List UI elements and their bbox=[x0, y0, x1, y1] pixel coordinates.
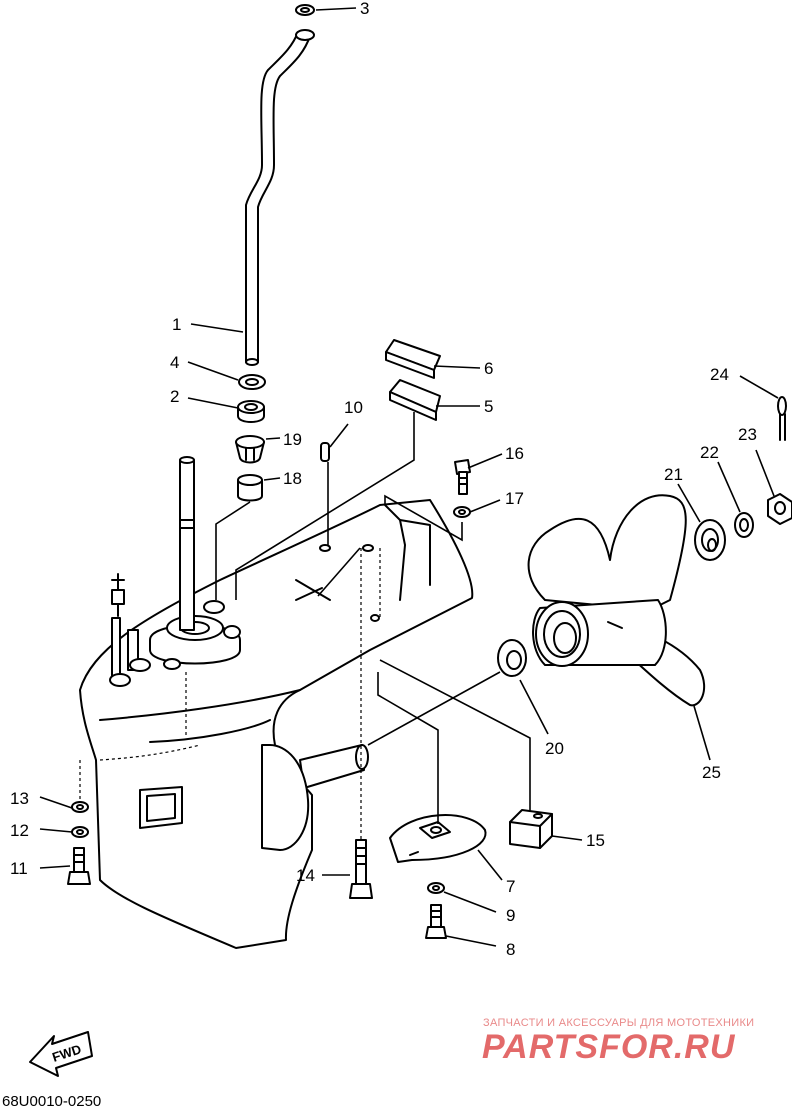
part-19-grommet bbox=[235, 435, 265, 464]
callout-9: 9 bbox=[506, 906, 515, 925]
part-9-washer bbox=[427, 882, 445, 894]
callout-2: 2 bbox=[170, 387, 179, 406]
callout-19: 19 bbox=[283, 430, 302, 449]
callout-8: 8 bbox=[506, 940, 515, 959]
part-22-washer bbox=[734, 512, 754, 538]
callout-15: 15 bbox=[586, 831, 605, 850]
fwd-arrow: FWD bbox=[29, 1031, 93, 1077]
watermark-logo: PARTSFOR.RU bbox=[482, 1028, 736, 1066]
callout-5: 5 bbox=[484, 397, 493, 416]
lower-unit-housing bbox=[79, 456, 474, 949]
part-7-trim-tab bbox=[389, 814, 487, 863]
diagram-code: 68U0010-0250 bbox=[2, 1093, 102, 1110]
callout-23: 23 bbox=[738, 425, 757, 444]
part-14-bolt bbox=[349, 839, 373, 899]
part-5-anode bbox=[389, 379, 441, 421]
callout-22: 22 bbox=[700, 443, 719, 462]
part-1-water-tube bbox=[245, 29, 315, 366]
callout-11: 11 bbox=[10, 859, 28, 878]
part-17-washer bbox=[453, 506, 471, 518]
part-16-bolt bbox=[454, 459, 471, 495]
part-11-bolt bbox=[67, 847, 91, 885]
callout-16: 16 bbox=[505, 444, 524, 463]
callout-14: 14 bbox=[296, 866, 315, 885]
part-23-nut bbox=[767, 493, 792, 525]
callout-12: 12 bbox=[10, 821, 29, 840]
part-10-pin bbox=[320, 442, 330, 462]
part-2-seal bbox=[237, 400, 265, 423]
part-24-cotter-pin bbox=[777, 396, 787, 441]
callout-1: 1 bbox=[172, 315, 181, 334]
callout-18: 18 bbox=[283, 469, 302, 488]
callout-10: 10 bbox=[344, 398, 363, 417]
callout-24: 24 bbox=[710, 365, 729, 384]
watermark-tagline: ЗАПЧАСТИ И АКСЕССУАРЫ ДЛЯ МОТОТЕХНИКИ bbox=[483, 1017, 755, 1029]
callout-7: 7 bbox=[506, 877, 515, 896]
assembly-lines bbox=[79, 548, 381, 840]
part-13-washer bbox=[71, 801, 89, 813]
part-20-spacer bbox=[497, 639, 527, 677]
callouts: 3 1 4 2 19 18 6 5 10 16 17 21 22 23 24 2… bbox=[10, 0, 757, 959]
part-6-anode bbox=[385, 339, 441, 379]
callout-17: 17 bbox=[505, 489, 524, 508]
part-15-anode-block bbox=[509, 809, 553, 849]
callout-13: 13 bbox=[10, 789, 29, 808]
part-25-propeller bbox=[527, 494, 706, 707]
callout-3: 3 bbox=[360, 0, 369, 18]
callout-20: 20 bbox=[545, 739, 564, 758]
callout-25: 25 bbox=[702, 763, 721, 782]
part-12-washer bbox=[71, 826, 89, 838]
callout-21: 21 bbox=[664, 465, 683, 484]
leader-lines bbox=[39, 7, 779, 947]
callout-6: 6 bbox=[484, 359, 493, 378]
part-3-washer bbox=[295, 4, 315, 16]
part-4-grommet bbox=[238, 374, 266, 390]
part-8-bolt bbox=[425, 904, 447, 939]
callout-4: 4 bbox=[170, 353, 179, 372]
part-18-spacer bbox=[237, 474, 263, 502]
part-21-thrust-hub bbox=[694, 519, 726, 561]
